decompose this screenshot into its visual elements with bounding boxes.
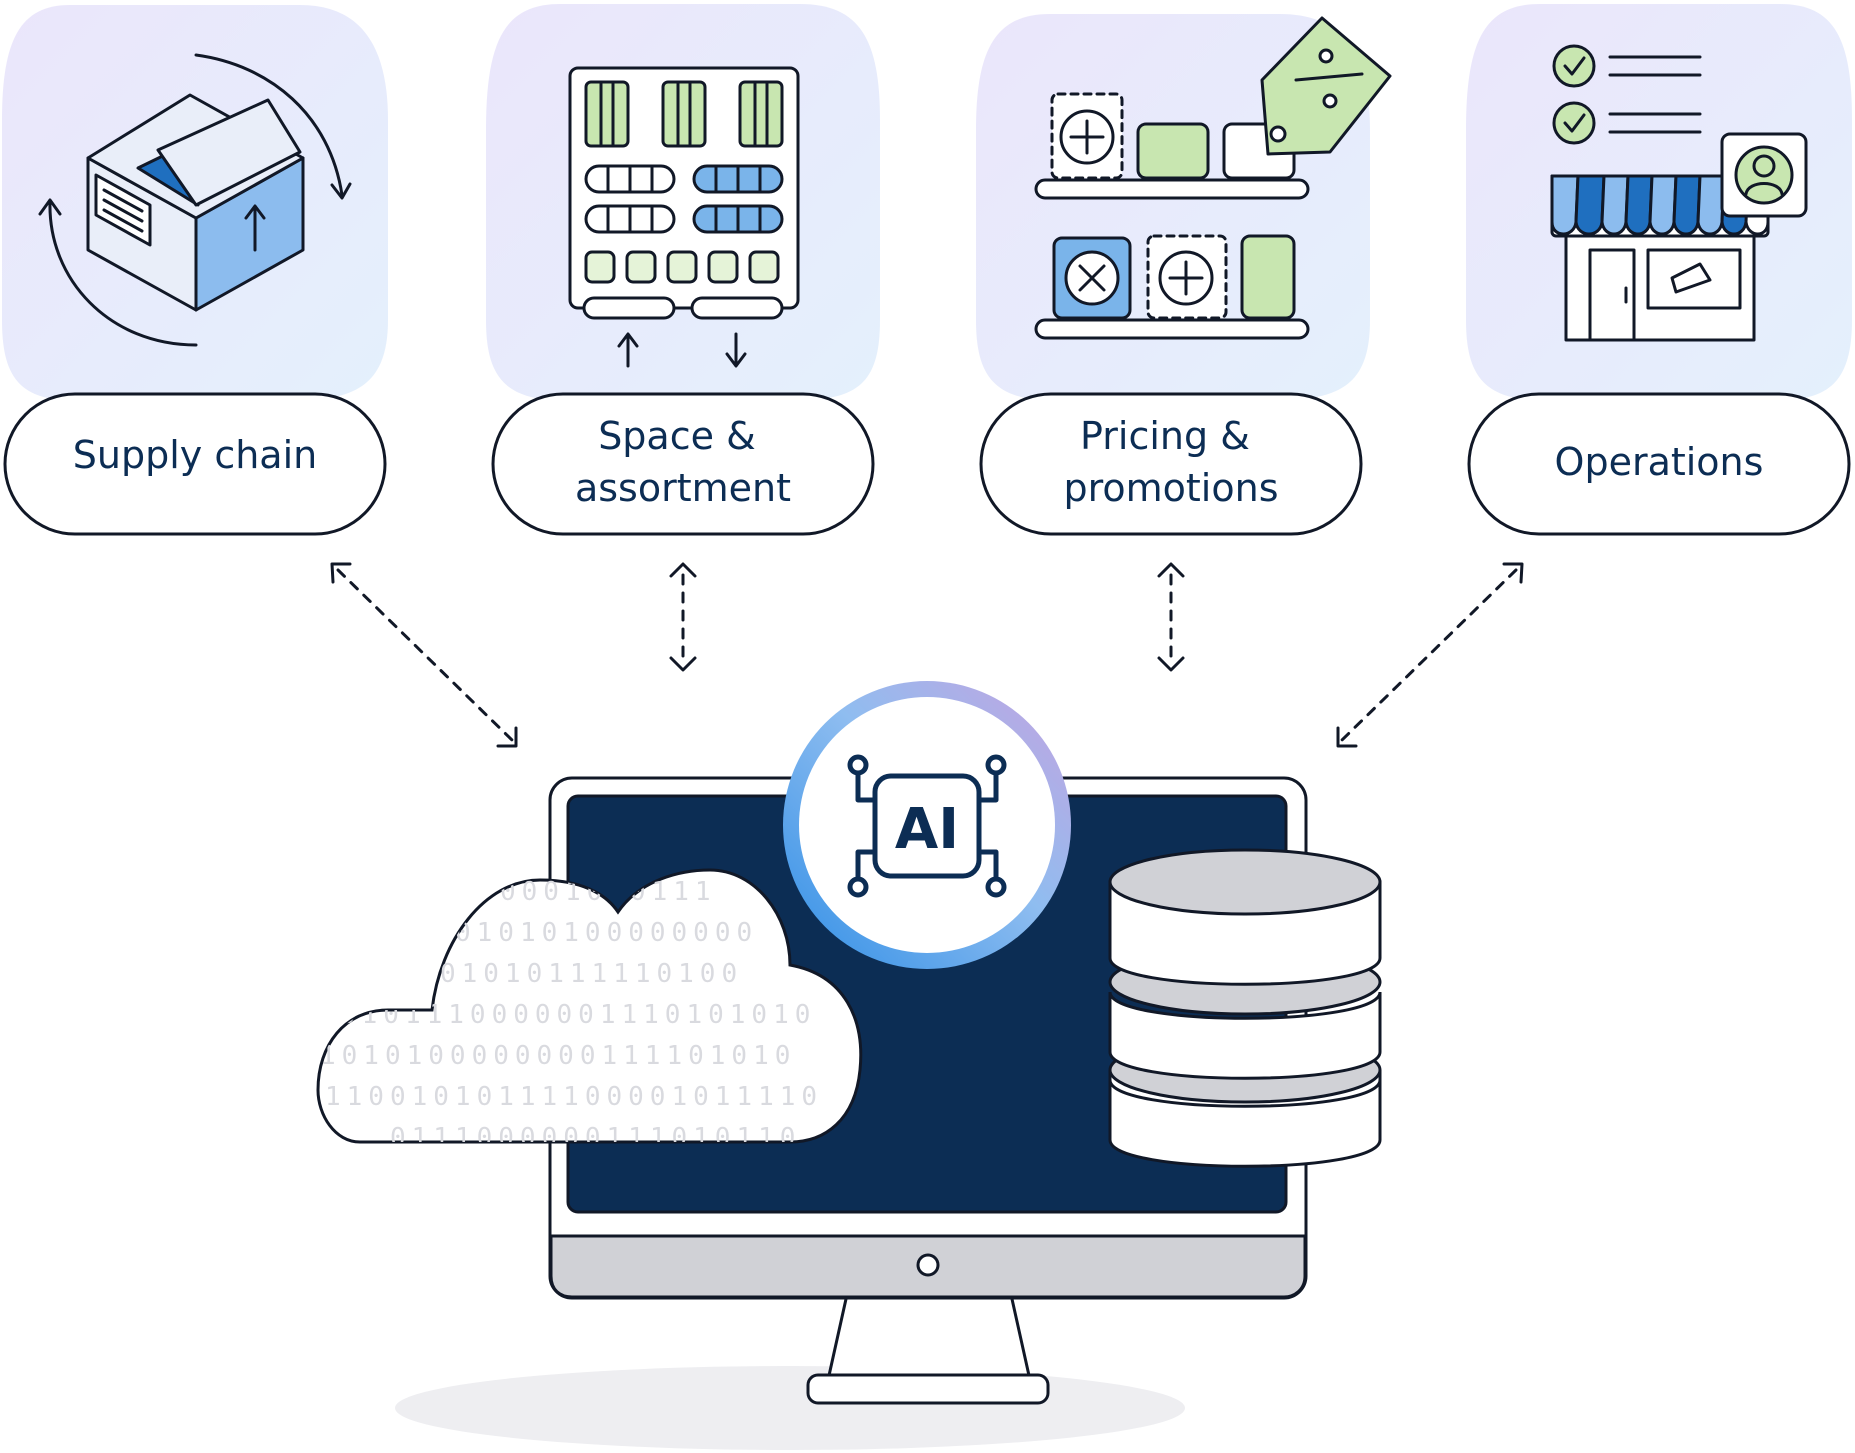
monitor-base (806, 1373, 1050, 1405)
monitor-stand (826, 1288, 1032, 1382)
binary-row: 01010100000000 (455, 918, 758, 948)
database-icon (1108, 848, 1382, 1168)
ai-badge: AI (783, 681, 1071, 969)
arrow-space-assortment (669, 562, 697, 672)
pill-label-supply-chain: Supply chain (73, 433, 317, 477)
pill-space-assortment[interactable]: Space & assortment (491, 392, 875, 536)
ai-label: AI (895, 797, 959, 862)
arrow-pricing-promotions (1157, 562, 1185, 672)
pill-label-operations: Operations (1555, 440, 1764, 484)
binary-row: 1010100000000111101010 (320, 1041, 796, 1071)
box-cycle-icon (38, 53, 352, 347)
pill-pricing-promotions[interactable]: Pricing & promotions (979, 392, 1363, 536)
floor-shadow (395, 1366, 1185, 1450)
shelf-planogram-icon (568, 66, 800, 368)
connector-arrows (330, 562, 1524, 748)
price-tag-shelf-icon (1034, 16, 1392, 340)
store-checklist-icon (1550, 44, 1808, 342)
ai-chip-icon (847, 754, 1007, 898)
category-pills: Supply chain Space & assortment Pricing … (3, 392, 1851, 536)
pill-supply-chain[interactable]: Supply chain (3, 392, 387, 536)
arrow-operations (1336, 562, 1524, 748)
pill-operations[interactable]: Operations (1467, 392, 1851, 536)
pill-label-space-assortment: Space & assortment (575, 414, 791, 510)
binary-pattern: 0001010111010101000000001110101011111010… (320, 877, 823, 1153)
binary-row: 11101010111110100 (375, 959, 743, 989)
binary-row: 0111000000111010110 (390, 1123, 801, 1153)
pill-label-pricing-promotions: Pricing & promotions (1063, 414, 1278, 510)
power-button[interactable] (916, 1253, 940, 1277)
arrow-supply-chain (330, 562, 518, 748)
binary-row: 0101110000001110101010 (340, 1000, 816, 1030)
binary-row: 11001010111100001011110 (325, 1082, 823, 1112)
